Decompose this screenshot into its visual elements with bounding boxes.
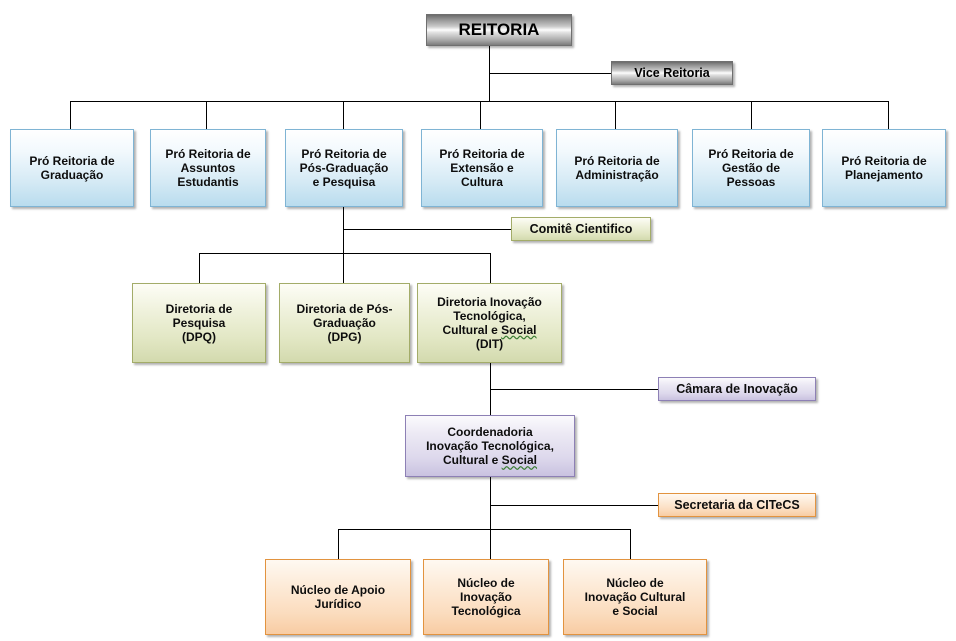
- dit-line-3: Cultural e Social: [442, 323, 536, 337]
- connector-to-camara: [490, 389, 658, 390]
- node-pro-reitoria-planejamento[interactable]: Pró Reitoria de Planejamento: [822, 129, 946, 207]
- coord-line-3-prefix: Cultural e: [442, 453, 502, 468]
- node-vice-reitoria[interactable]: Vice Reitoria: [611, 61, 733, 85]
- node-diretoria-pesquisa[interactable]: Diretoria de Pesquisa (DPQ): [132, 283, 266, 363]
- connector-drop-pr-7: [888, 101, 889, 129]
- node-pro-reitoria-extensao-cultura[interactable]: Pró Reitoria de Extensão e Cultura: [421, 129, 543, 207]
- connector-drop-nucleo-1: [338, 529, 339, 559]
- node-pro-reitoria-gestao-pessoas[interactable]: Pró Reitoria de Gestão de Pessoas: [692, 129, 810, 207]
- connector-drop-dir-3: [490, 253, 491, 283]
- connector-drop-dir-2: [343, 253, 344, 283]
- dit-line-4: (DIT): [475, 337, 504, 352]
- dit-line-1: Diretoria Inovação: [437, 294, 542, 309]
- connector-posgrad-down: [343, 207, 344, 287]
- connector-to-comite: [343, 229, 511, 230]
- dit-line-2: Tecnológica,: [453, 308, 526, 323]
- node-diretoria-inovacao-tecnologica[interactable]: Diretoria Inovação Tecnológica, Cultural…: [417, 283, 562, 363]
- coord-line-2: Inovação Tecnológica,: [426, 438, 554, 453]
- node-pro-reitoria-graduacao[interactable]: Pró Reitoria de Graduação: [10, 129, 134, 207]
- connector-drop-pr-3: [343, 101, 344, 129]
- coord-line-3: Cultural e Social: [443, 453, 537, 467]
- node-reitoria[interactable]: REITORIA: [426, 14, 572, 46]
- connector-drop-pr-6: [751, 101, 752, 129]
- node-nucleo-inovacao-cultural-social[interactable]: Núcleo de Inovação Cultural e Social: [563, 559, 707, 635]
- connector-root-to-vice: [489, 73, 611, 74]
- node-comite-cientifico[interactable]: Comitê Cientifico: [511, 217, 651, 241]
- connector-proreitoria-bus: [70, 101, 888, 102]
- node-pro-reitoria-assuntos-estudantis[interactable]: Pró Reitoria de Assuntos Estudantis: [150, 129, 266, 207]
- connector-diretorias-bus: [199, 253, 490, 254]
- node-nucleo-inovacao-tecnologica[interactable]: Núcleo de Inovação Tecnológica: [423, 559, 549, 635]
- connector-drop-nucleo-3: [630, 529, 631, 559]
- node-camara-inovacao[interactable]: Câmara de Inovação: [658, 377, 816, 401]
- node-diretoria-pos-graduacao[interactable]: Diretoria de Pós- Graduação (DPG): [279, 283, 410, 363]
- coord-line-1: Coordenadoria: [447, 424, 533, 439]
- dit-line-3-misspelled: Social: [501, 323, 537, 337]
- connector-drop-pr-2: [206, 101, 207, 129]
- connector-nucleos-bus: [338, 529, 630, 530]
- connector-drop-pr-5: [615, 101, 616, 129]
- dit-line-3-prefix: Cultural e: [442, 323, 502, 337]
- connector-to-secretaria: [490, 505, 658, 506]
- connector-coord-down: [490, 477, 491, 552]
- node-coordenadoria-inovacao[interactable]: Coordenadoria Inovação Tecnológica, Cult…: [405, 415, 575, 477]
- node-pro-reitoria-pos-graduacao-pesquisa[interactable]: Pró Reitoria de Pós-Graduação e Pesquisa: [285, 129, 403, 207]
- connector-drop-pr-1: [70, 101, 71, 129]
- coord-line-3-misspelled: Social: [501, 453, 538, 468]
- connector-drop-pr-4: [480, 101, 481, 129]
- node-pro-reitoria-administracao[interactable]: Pró Reitoria de Administração: [556, 129, 678, 207]
- node-nucleo-apoio-juridico[interactable]: Núcleo de Apoio Jurídico: [265, 559, 411, 635]
- connector-drop-nucleo-2: [490, 529, 491, 559]
- node-secretaria-citecs[interactable]: Secretaria da CITeCS: [658, 493, 816, 517]
- connector-drop-dir-1: [199, 253, 200, 283]
- connector-root-down: [489, 46, 490, 102]
